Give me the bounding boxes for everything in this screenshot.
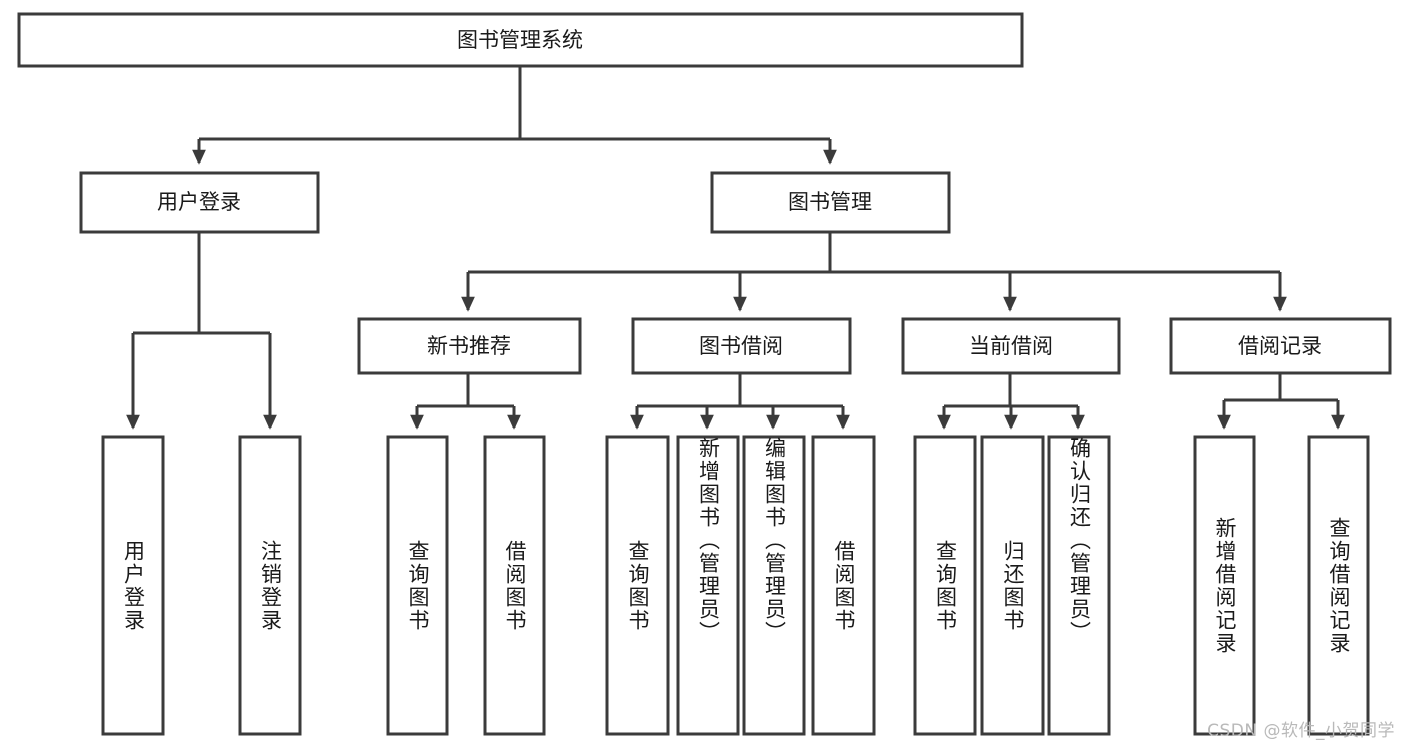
leaf-box-user-logout[interactable] <box>238 435 302 736</box>
node-user-login[interactable]: 用户登录 <box>79 171 320 234</box>
leaf-box-borrow-edit[interactable] <box>742 435 806 736</box>
connector-recommend-to-leaves <box>410 374 521 430</box>
leaf-boxes <box>101 435 1370 736</box>
node-root-label: 图书管理系统 <box>457 28 583 52</box>
node-borrow-record-label: 借阅记录 <box>1238 334 1322 358</box>
csdn-watermark: CSDN @软件_小贺同学 <box>1207 721 1395 741</box>
connector-borrow-to-leaves <box>630 374 850 430</box>
leaf-box-record-add[interactable] <box>1193 435 1256 736</box>
node-book-borrow[interactable]: 图书借阅 <box>631 317 852 375</box>
node-book-management-label: 图书管理 <box>788 190 872 214</box>
connector-root-to-level2 <box>192 66 837 165</box>
node-book-management[interactable]: 图书管理 <box>710 171 951 234</box>
leaf-box-borrow-lend[interactable] <box>811 435 876 736</box>
node-root[interactable]: 图书管理系统 <box>17 12 1024 68</box>
leaf-box-borrow-add[interactable] <box>676 435 740 736</box>
leaf-box-recommend-borrow[interactable] <box>483 435 546 736</box>
connector-current-borrow-to-leaves <box>937 374 1085 430</box>
node-current-borrow[interactable]: 当前借阅 <box>901 317 1121 375</box>
node-current-borrow-label: 当前借阅 <box>969 334 1053 358</box>
node-new-book-recommend-label: 新书推荐 <box>427 334 511 358</box>
leaf-box-record-query[interactable] <box>1307 435 1370 736</box>
leaf-box-user-login[interactable] <box>101 435 165 736</box>
connector-user-login-to-leaves <box>126 233 277 430</box>
leaf-box-recommend-query[interactable] <box>386 435 449 736</box>
connector-record-to-leaves <box>1217 374 1345 430</box>
node-book-borrow-label: 图书借阅 <box>699 334 783 358</box>
leaf-box-current-query[interactable] <box>913 435 977 736</box>
node-borrow-record[interactable]: 借阅记录 <box>1169 317 1392 375</box>
connector-book-manage-to-level3 <box>461 233 1287 312</box>
leaf-box-borrow-query[interactable] <box>605 435 670 736</box>
leaf-box-current-return[interactable] <box>980 435 1045 736</box>
node-new-book-recommend[interactable]: 新书推荐 <box>357 317 582 375</box>
node-user-login-label: 用户登录 <box>157 190 241 214</box>
leaf-box-current-confirm[interactable] <box>1047 435 1111 736</box>
